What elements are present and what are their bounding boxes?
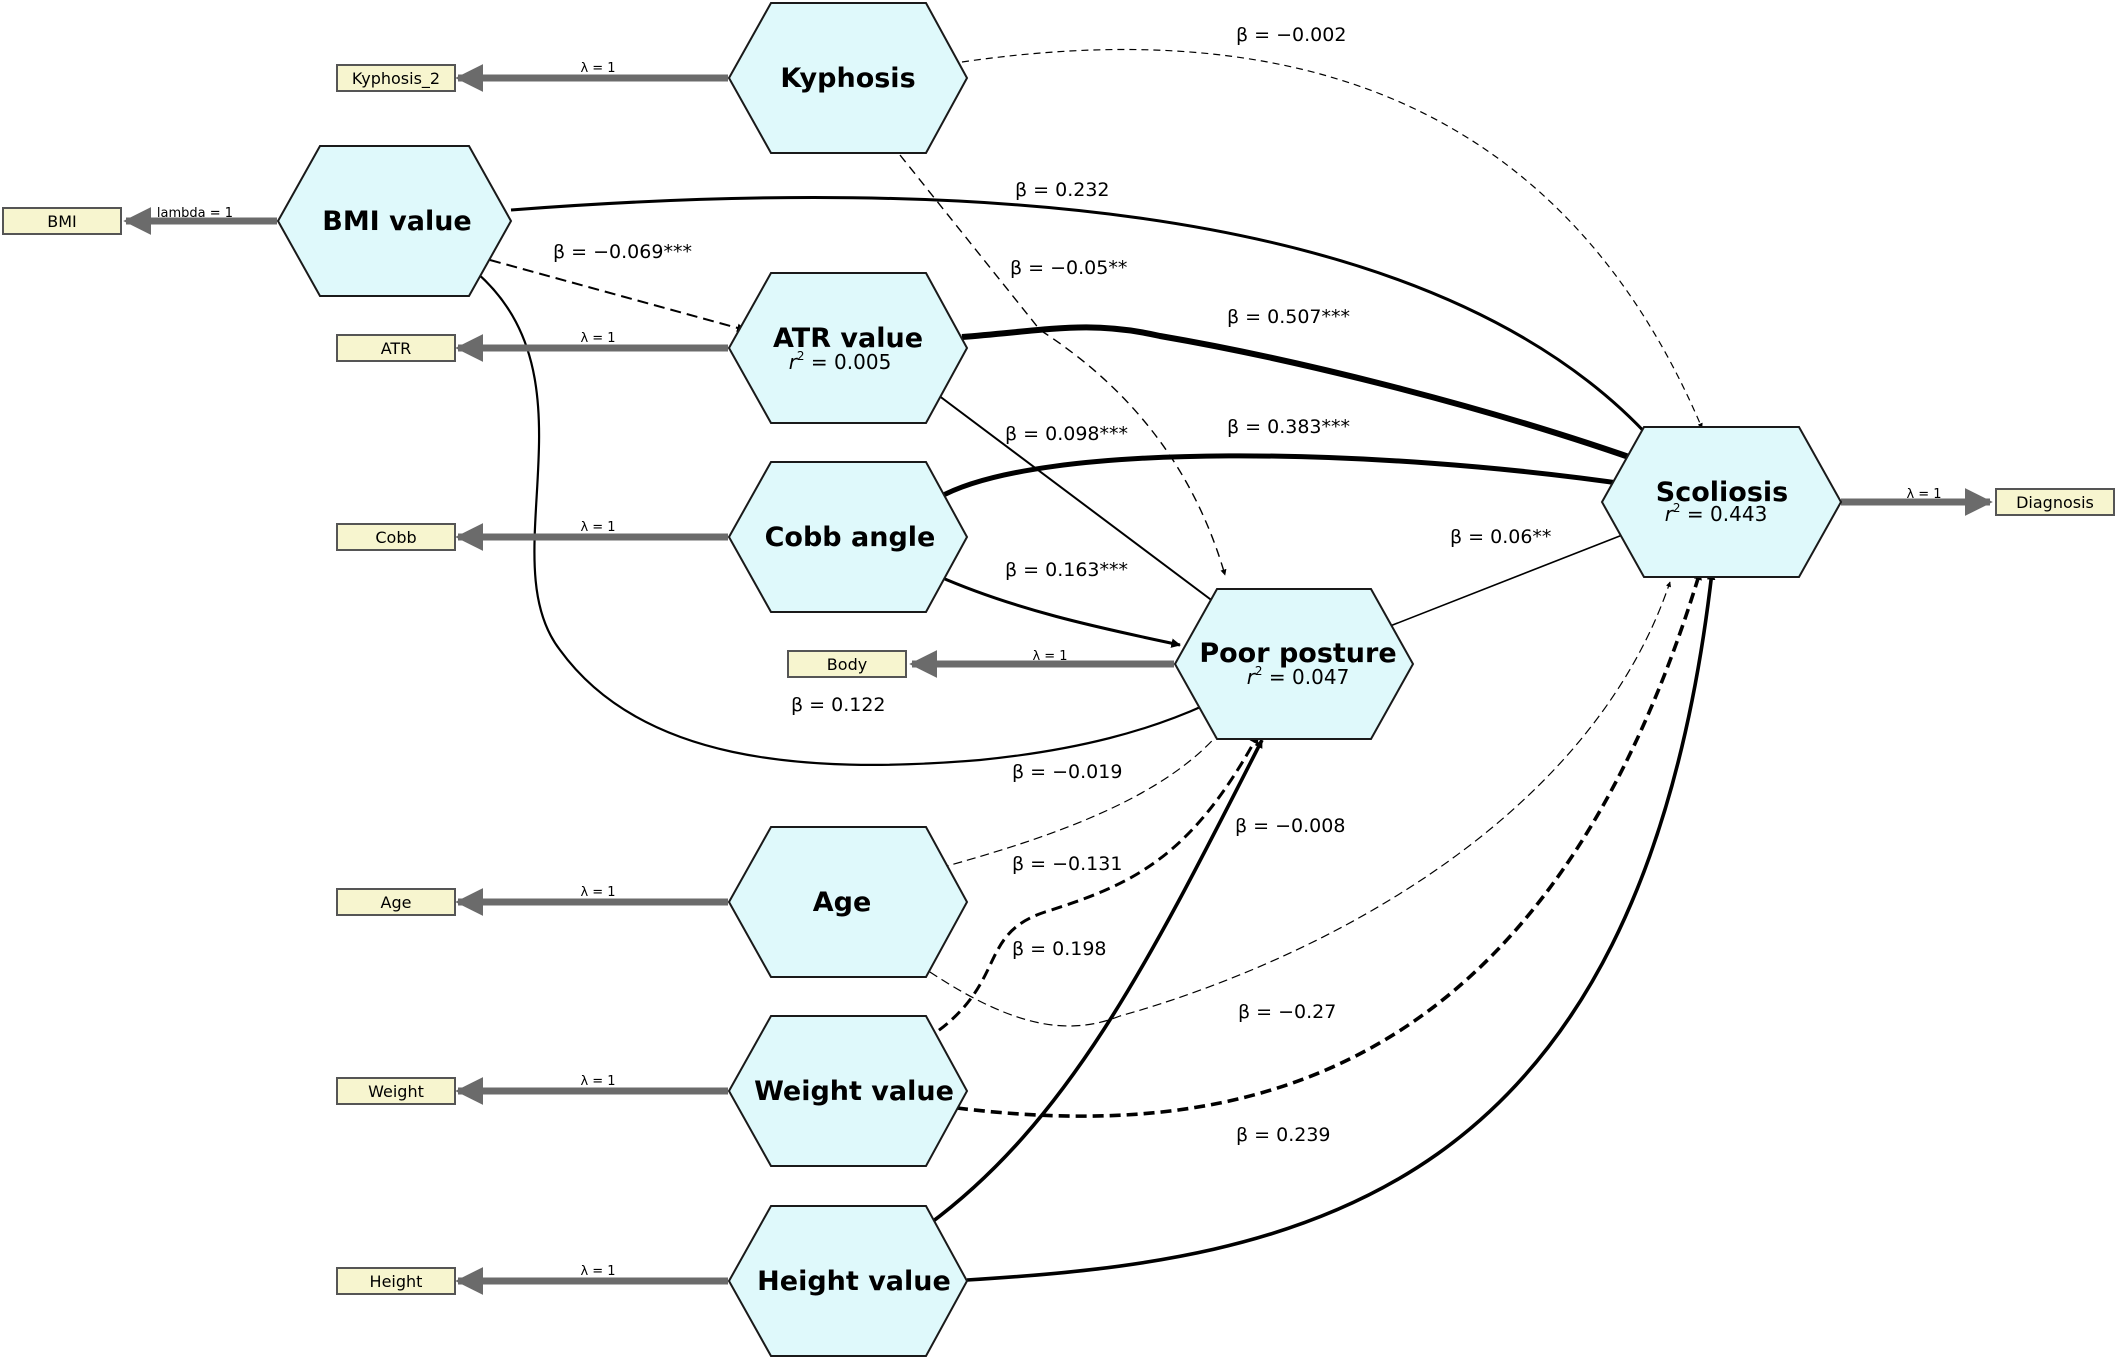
beta-poor-posture-scoliosis: β = 0.06** bbox=[1450, 526, 1551, 548]
latent-bmi-value: BMI value bbox=[276, 145, 513, 297]
path-weight-to-scoliosis bbox=[956, 571, 1702, 1118]
latent-height-value: Height value bbox=[727, 1205, 969, 1357]
path-height-to-scoliosis bbox=[966, 571, 1716, 1282]
indicator-atr: ATR bbox=[336, 334, 456, 362]
indicator-diagnosis: Diagnosis bbox=[1995, 488, 2115, 516]
path-coefficient-labels: β = −0.002 β = 0.232 β = −0.069*** β = −… bbox=[553, 24, 1551, 1146]
beta-bmi-atr: β = −0.069*** bbox=[553, 241, 692, 263]
r-squared-label: r2 = 0.047 bbox=[1247, 664, 1350, 689]
loading-label-cobb: λ = 1 bbox=[580, 520, 615, 535]
latent-title: Kyphosis bbox=[780, 63, 915, 94]
loading-label-height: λ = 1 bbox=[580, 1264, 615, 1279]
indicator-label: BMI bbox=[47, 212, 77, 231]
indicator-age: Age bbox=[336, 888, 456, 916]
beta-weight-scoliosis: β = −0.27 bbox=[1238, 1001, 1336, 1023]
path-atr-to-poor-posture bbox=[921, 382, 1223, 609]
latent-title: Poor posture bbox=[1199, 638, 1396, 669]
path-atr-to-scoliosis bbox=[961, 324, 1662, 471]
beta-age-scoliosis: β = −0.008 bbox=[1235, 815, 1345, 837]
indicator-weight: Weight bbox=[336, 1077, 456, 1105]
path-bmi-to-atr bbox=[489, 259, 746, 333]
latent-title: ATR value bbox=[773, 323, 923, 354]
loading-labels: λ = 1 lambda = 1 λ = 1 λ = 1 λ = 1 λ = 1… bbox=[157, 61, 1942, 1279]
indicator-label: ATR bbox=[381, 339, 412, 358]
latent-title: BMI value bbox=[322, 206, 472, 237]
path-cobb-to-scoliosis bbox=[936, 453, 1634, 501]
loading-label-body: λ = 1 bbox=[1032, 649, 1067, 664]
r-squared-label: r2 = 0.443 bbox=[1665, 501, 1768, 526]
beta-atr-scoliosis: β = 0.507*** bbox=[1227, 306, 1350, 328]
indicator-label: Weight bbox=[368, 1082, 424, 1101]
latent-kyphosis: Kyphosis bbox=[727, 1, 969, 154]
latent-scoliosis: Scoliosis r2 = 0.443 bbox=[1600, 426, 1843, 578]
path-weight-to-poor-posture bbox=[924, 734, 1260, 1042]
r-squared-label: r2 = 0.005 bbox=[789, 349, 892, 374]
indicator-label: Kyphosis_2 bbox=[352, 69, 440, 89]
latent-title: Height value bbox=[757, 1266, 951, 1297]
structural-paths bbox=[475, 48, 1716, 1282]
beta-kyphosis-scoliosis: β = −0.002 bbox=[1236, 24, 1346, 46]
beta-bmi-scoliosis: β = 0.232 bbox=[1015, 179, 1110, 201]
indicator-cobb: Cobb bbox=[336, 523, 456, 551]
path-bmi-to-scoliosis bbox=[510, 195, 1654, 442]
latent-title: Cobb angle bbox=[765, 522, 936, 553]
measurement-loadings bbox=[123, 64, 1993, 1295]
indicator-label: Age bbox=[381, 893, 412, 912]
beta-cobb-poor-posture: β = 0.163*** bbox=[1005, 559, 1128, 581]
indicator-bmi: BMI bbox=[2, 207, 122, 235]
latent-atr-value: ATR value r2 = 0.005 bbox=[727, 272, 969, 424]
path-kyphosis-to-scoliosis bbox=[961, 48, 1703, 429]
loading-label-scoliosis: λ = 1 bbox=[1906, 487, 1941, 502]
beta-height-poor-posture: β = 0.198 bbox=[1012, 938, 1107, 960]
beta-cobb-scoliosis: β = 0.383*** bbox=[1227, 416, 1350, 438]
indicator-label: Height bbox=[370, 1272, 423, 1291]
beta-age-poor-posture: β = −0.019 bbox=[1012, 761, 1122, 783]
path-poor-posture-to-scoliosis bbox=[1384, 531, 1631, 629]
latent-title: Age bbox=[813, 887, 872, 918]
path-cobb-to-poor-posture bbox=[937, 574, 1181, 648]
indicator-label: Cobb bbox=[375, 528, 416, 547]
loading-label-atr: λ = 1 bbox=[580, 331, 615, 346]
beta-kyphosis-poor-posture: β = −0.05** bbox=[1010, 257, 1127, 279]
latent-age: Age bbox=[727, 826, 969, 978]
indicator-label: Diagnosis bbox=[2016, 493, 2094, 512]
beta-weight-poor-posture: β = −0.131 bbox=[1012, 853, 1122, 875]
path-height-to-poor-posture bbox=[926, 739, 1264, 1227]
indicator-body: Body bbox=[787, 650, 907, 678]
path-age-to-poor-posture bbox=[939, 721, 1229, 869]
beta-height-scoliosis: β = 0.239 bbox=[1236, 1124, 1331, 1146]
indicator-label: Body bbox=[827, 655, 867, 674]
loading-label-weight: λ = 1 bbox=[580, 1074, 615, 1089]
loading-label-bmi: lambda = 1 bbox=[157, 206, 233, 221]
loading-label-kyphosis: λ = 1 bbox=[580, 61, 615, 76]
beta-atr-poor-posture: β = 0.098*** bbox=[1005, 423, 1128, 445]
latent-title: Weight value bbox=[754, 1076, 954, 1107]
indicator-kyphosis-2: Kyphosis_2 bbox=[336, 64, 456, 92]
beta-bmi-poor-posture: β = 0.122 bbox=[791, 694, 886, 716]
loading-label-age: λ = 1 bbox=[580, 885, 615, 900]
path-bmi-to-poor-posture bbox=[475, 271, 1206, 766]
indicator-height: Height bbox=[336, 1267, 456, 1295]
latent-weight-value: Weight value bbox=[727, 1015, 969, 1167]
latent-poor-posture: Poor posture r2 = 0.047 bbox=[1173, 588, 1415, 740]
path-age-to-scoliosis bbox=[917, 581, 1671, 1027]
latent-title: Scoliosis bbox=[1656, 477, 1788, 508]
latent-cobb-angle: Cobb angle bbox=[727, 461, 969, 613]
